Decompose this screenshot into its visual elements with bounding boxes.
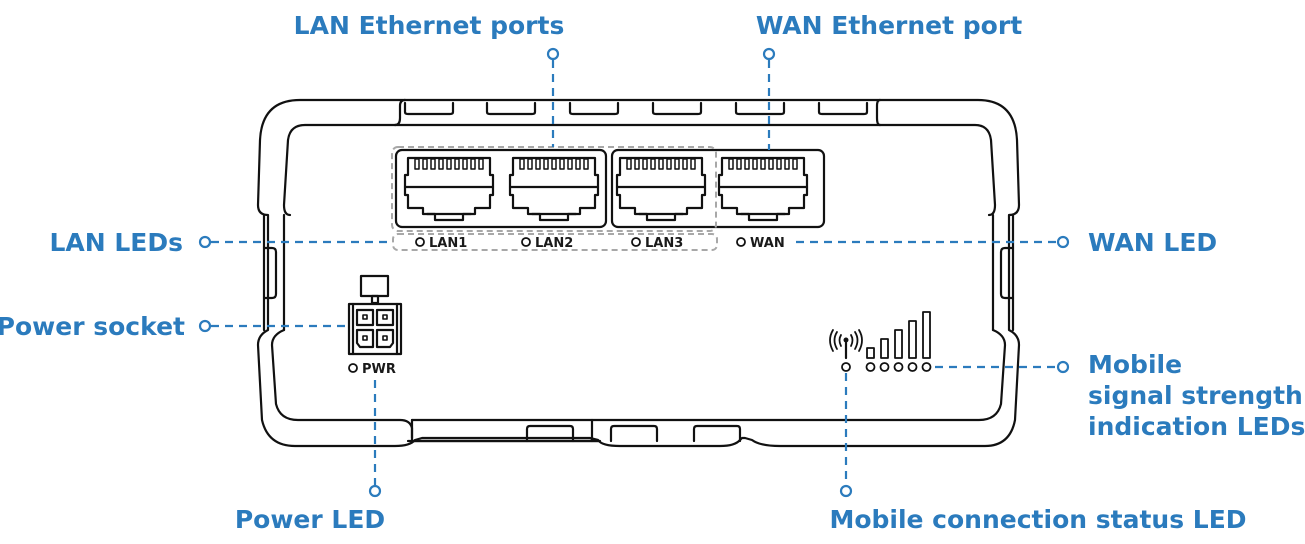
port-pin bbox=[454, 158, 460, 170]
callout-power-led: Power LED bbox=[235, 505, 385, 534]
port-pin bbox=[414, 158, 420, 170]
signal-bar-5 bbox=[922, 311, 931, 359]
port-pin bbox=[567, 158, 573, 170]
lan1-label: LAN1 bbox=[429, 236, 467, 251]
port-pin bbox=[430, 158, 436, 170]
signal-led-3 bbox=[893, 362, 904, 372]
port-pin bbox=[583, 158, 589, 170]
wan-label: WAN bbox=[750, 236, 785, 251]
signal-led-4 bbox=[907, 362, 918, 372]
port-pin bbox=[760, 158, 766, 170]
lan3-label: LAN3 bbox=[645, 236, 683, 251]
callout-dot-lan-ports bbox=[546, 47, 560, 61]
lan-leds-group-outline bbox=[392, 233, 718, 251]
port-pin bbox=[784, 158, 790, 170]
rj45-port-lan1 bbox=[403, 156, 495, 222]
signal-bar-1 bbox=[866, 347, 875, 359]
wan-led bbox=[736, 237, 746, 247]
callout-power-socket: Power socket bbox=[0, 312, 185, 341]
rj45-port-wan bbox=[717, 156, 809, 222]
port-pin bbox=[682, 158, 688, 170]
callout-wan-ethernet-port: WAN Ethernet port bbox=[756, 11, 1022, 40]
callout-lan-leds: LAN LEDs bbox=[49, 228, 183, 257]
port-pin bbox=[728, 158, 734, 170]
lan-port-group bbox=[391, 146, 826, 251]
signal-bar-4 bbox=[908, 320, 917, 359]
callout-mobile-signal-line1: Mobile bbox=[1088, 350, 1182, 379]
port-pin bbox=[634, 158, 640, 170]
port-pin bbox=[519, 158, 525, 170]
signal-bar-3 bbox=[894, 329, 903, 359]
port-pin bbox=[752, 158, 758, 170]
port-pin bbox=[478, 158, 484, 170]
port-pin bbox=[776, 158, 782, 170]
signal-led-1 bbox=[865, 362, 876, 372]
port-pin bbox=[575, 158, 581, 170]
port-led-labels: LAN1 LAN2 LAN3 WAN bbox=[415, 236, 785, 251]
lan2-led bbox=[521, 237, 531, 247]
port-pin bbox=[527, 158, 533, 170]
port-pin bbox=[666, 158, 672, 170]
port-pin bbox=[674, 158, 680, 170]
signal-bar-2 bbox=[880, 338, 889, 359]
rj45-port-lan3 bbox=[615, 156, 707, 222]
callout-dot-lan-leds bbox=[198, 235, 212, 249]
callout-dot-power-socket bbox=[198, 319, 212, 333]
callout-dot-mobile-status bbox=[839, 484, 853, 498]
callout-dot-wan-port bbox=[762, 47, 776, 61]
port-pin bbox=[650, 158, 656, 170]
port-pin bbox=[462, 158, 468, 170]
signal-led-5 bbox=[921, 362, 932, 372]
port-pin bbox=[470, 158, 476, 170]
callout-mobile-signal-line3: indication LEDs bbox=[1088, 412, 1305, 441]
mobile-status-led bbox=[841, 362, 851, 372]
port-pin bbox=[422, 158, 428, 170]
lan2-label: LAN2 bbox=[535, 236, 573, 251]
port-pin bbox=[690, 158, 696, 170]
port-pin bbox=[559, 158, 565, 170]
port-pin bbox=[658, 158, 664, 170]
callout-lan-ethernet-ports: LAN Ethernet ports bbox=[294, 11, 565, 40]
port-pin bbox=[626, 158, 632, 170]
port-pin bbox=[438, 158, 444, 170]
port-pin bbox=[535, 158, 541, 170]
port-pin bbox=[543, 158, 549, 170]
callout-dot-wan-led bbox=[1056, 235, 1070, 249]
lan1-led bbox=[415, 237, 425, 247]
port-pin bbox=[792, 158, 798, 170]
port-pin bbox=[736, 158, 742, 170]
callout-mobile-connection-status-led: Mobile connection status LED bbox=[829, 505, 1246, 534]
pwr-led bbox=[348, 363, 358, 373]
port-pin bbox=[446, 158, 452, 170]
port-pin bbox=[768, 158, 774, 170]
rj45-port-lan2 bbox=[508, 156, 600, 222]
power-socket bbox=[347, 274, 403, 356]
port-pin bbox=[551, 158, 557, 170]
callout-wan-led: WAN LED bbox=[1088, 228, 1217, 257]
callout-dot-mobile-signal bbox=[1056, 360, 1070, 374]
port-pin bbox=[642, 158, 648, 170]
port-pin bbox=[744, 158, 750, 170]
signal-led-2 bbox=[879, 362, 890, 372]
antenna-icon bbox=[829, 329, 863, 360]
callout-dot-power-led bbox=[368, 484, 382, 498]
callout-lines bbox=[198, 47, 1070, 498]
lan-port-housing-1-2 bbox=[394, 148, 608, 229]
lan3-wan-port-housing bbox=[610, 148, 826, 229]
pwr-label: PWR bbox=[362, 362, 396, 377]
router-frame bbox=[256, 98, 1021, 448]
callout-mobile-signal-line2: signal strength bbox=[1088, 381, 1303, 410]
lan3-led bbox=[631, 237, 641, 247]
